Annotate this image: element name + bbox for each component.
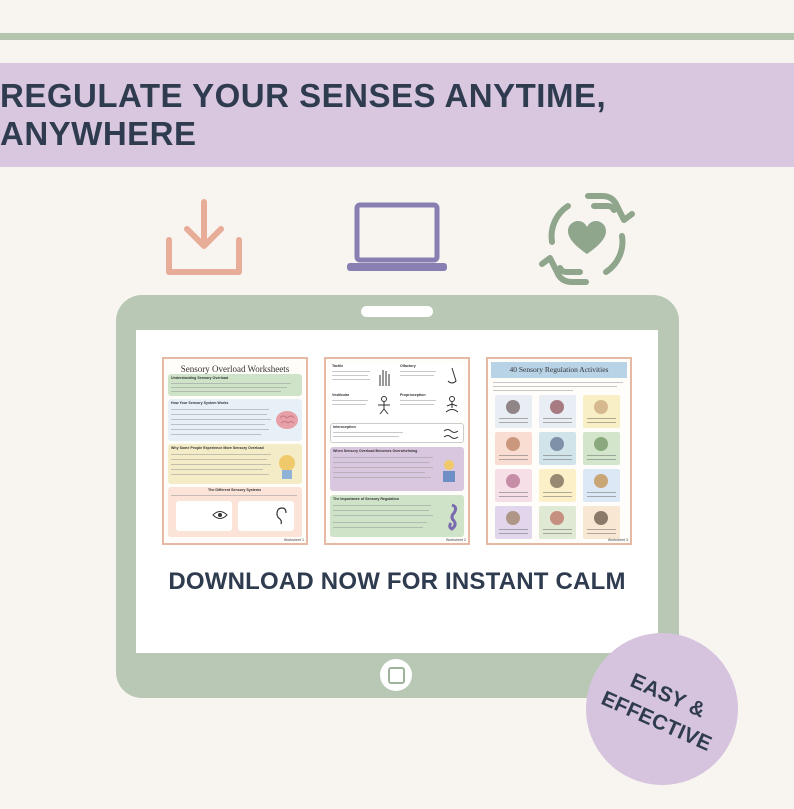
activity-tile — [583, 432, 620, 465]
ear-icon — [276, 507, 287, 525]
head-icon — [279, 455, 295, 479]
section-block: Understanding Sensory Overload — [168, 374, 302, 396]
section-block: When Sensory Overload Becomes Overwhelmi… — [330, 447, 464, 491]
activity-tile — [539, 395, 576, 428]
tablet-speaker — [361, 306, 433, 317]
seahorse-icon — [448, 503, 458, 531]
section-heading: Olfactory — [400, 364, 416, 368]
waves-icon — [443, 429, 459, 439]
worksheet-footer: Worksheet 1 — [283, 538, 304, 542]
laptop-icon — [347, 202, 447, 271]
section-heading: When Sensory Overload Becomes Overwhelmi… — [333, 449, 418, 453]
activity-tile — [583, 395, 620, 428]
download-icon — [166, 199, 242, 275]
hand-icon — [379, 370, 390, 386]
header-banner: REGULATE YOUR SENSES ANYTIME, ANYWHERE — [0, 63, 794, 167]
worksheet-preview-1[interactable]: Sensory Overload Worksheets Understandin… — [162, 357, 308, 545]
activity-tile — [495, 506, 532, 539]
section-block: The Different Sensory Systems — [168, 487, 302, 537]
tablet-home-button — [380, 659, 412, 691]
heart-hands-icon — [539, 193, 635, 285]
banner-title: REGULATE YOUR SENSES ANYTIME, ANYWHERE — [0, 77, 607, 152]
download-call-to-action: DOWNLOAD NOW FOR INSTANT CALM — [168, 568, 626, 595]
worksheet-preview-3[interactable]: 40 Sensory Regulation Activities Workshe… — [486, 357, 632, 545]
worksheet-footer: Worksheet 2 — [445, 538, 466, 542]
activity-tile — [539, 506, 576, 539]
section-block: The Importance of Sensory Regulation — [330, 495, 464, 537]
meditation-icon — [445, 396, 459, 413]
top-divider-line — [0, 33, 794, 40]
eye-icon — [212, 511, 228, 519]
section-heading: Vestibular — [332, 393, 350, 397]
section-block: How Your Sensory System Works — [168, 399, 302, 441]
tablet-device: Sensory Overload Worksheets Understandin… — [116, 295, 679, 698]
section-block: Interoception — [330, 423, 464, 443]
worksheet-title: 40 Sensory Regulation Activities — [491, 362, 627, 378]
worksheet-footer: Worksheet 3 — [607, 538, 628, 542]
section-heading: Interoception — [333, 425, 356, 429]
activity-tile — [495, 395, 532, 428]
section-heading: The Different Sensory Systems — [208, 488, 262, 492]
section-heading: Understanding Sensory Overload — [171, 376, 229, 380]
section-block: Why Some People Experience More Sensory … — [168, 444, 302, 484]
person-icon — [443, 460, 455, 482]
section-heading: How Your Sensory System Works — [171, 401, 229, 405]
section-heading: The Importance of Sensory Regulation — [333, 497, 399, 501]
section-heading: Why Some People Experience More Sensory … — [171, 446, 264, 450]
activity-tile — [539, 432, 576, 465]
nose-icon — [447, 367, 457, 384]
section-heading: Proprioception — [400, 393, 426, 397]
section-block: Tactile Olfactory Vestibular Propriocept… — [330, 363, 464, 421]
activity-tile — [583, 469, 620, 502]
activity-tile — [583, 506, 620, 539]
sense-card — [176, 501, 232, 531]
sense-card — [238, 501, 294, 531]
worksheet-preview-2[interactable]: Tactile Olfactory Vestibular Propriocept… — [324, 357, 470, 545]
section-heading: Tactile — [332, 364, 344, 368]
worksheet-title: Sensory Overload Worksheets — [180, 364, 290, 374]
activity-tile — [539, 469, 576, 502]
activity-tile — [495, 432, 532, 465]
activity-tile — [495, 469, 532, 502]
tablet-screen: Sensory Overload Worksheets Understandin… — [136, 330, 658, 653]
balance-icon — [378, 396, 390, 415]
brain-icon — [276, 411, 298, 429]
